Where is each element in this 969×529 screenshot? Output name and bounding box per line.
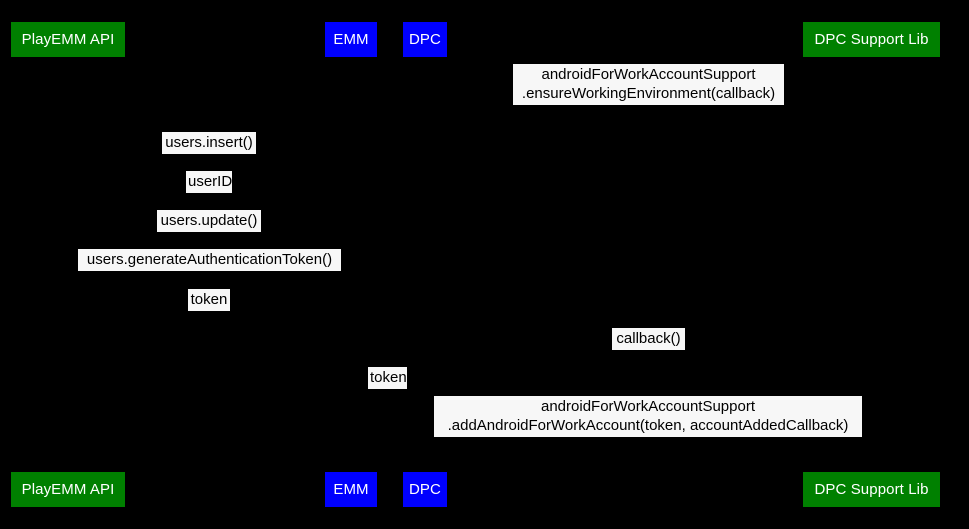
message-line-1: token xyxy=(190,291,228,308)
message-label-callback: callback() xyxy=(612,328,685,350)
message-label-token-to-dpc: token xyxy=(368,367,407,389)
message-label-token-to-emm: token xyxy=(188,289,230,311)
participant-emm-top: EMM xyxy=(325,22,377,57)
message-line-2: .addAndroidForWorkAccount(token, account… xyxy=(447,417,849,434)
participant-playemm-api-top: PlayEMM API xyxy=(11,22,125,57)
message-line-1: androidForWorkAccountSupport xyxy=(541,66,756,83)
message-label-ensure-working-environment: androidForWorkAccountSupport .ensureWorki… xyxy=(513,64,784,105)
message-line-1: userID xyxy=(188,173,233,190)
message-label-users-insert: users.insert() xyxy=(162,132,256,154)
message-label-add-android-for-work-account: androidForWorkAccountSupport .addAndroidF… xyxy=(434,396,862,437)
message-line-1: users.insert() xyxy=(165,134,253,151)
message-line-1: androidForWorkAccountSupport xyxy=(541,398,755,415)
message-line-1: callback() xyxy=(616,330,681,347)
message-line-1: users.generateAuthenticationToken() xyxy=(86,251,333,268)
message-label-users-generate-authentication-token: users.generateAuthenticationToken() xyxy=(78,249,341,271)
participant-dpc-support-lib-bottom: DPC Support Lib xyxy=(803,472,940,507)
participant-dpc-support-lib-top: DPC Support Lib xyxy=(803,22,940,57)
message-label-user-id: userID xyxy=(186,171,232,193)
message-label-users-update: users.update() xyxy=(157,210,261,232)
message-line-1: users.update() xyxy=(160,212,258,229)
participant-dpc-bottom: DPC xyxy=(403,472,447,507)
participant-emm-bottom: EMM xyxy=(325,472,377,507)
message-line-2: .ensureWorkingEnvironment(callback) xyxy=(521,85,776,102)
message-line-1: token xyxy=(370,369,407,386)
participant-playemm-api-bottom: PlayEMM API xyxy=(11,472,125,507)
participant-dpc-top: DPC xyxy=(403,22,447,57)
